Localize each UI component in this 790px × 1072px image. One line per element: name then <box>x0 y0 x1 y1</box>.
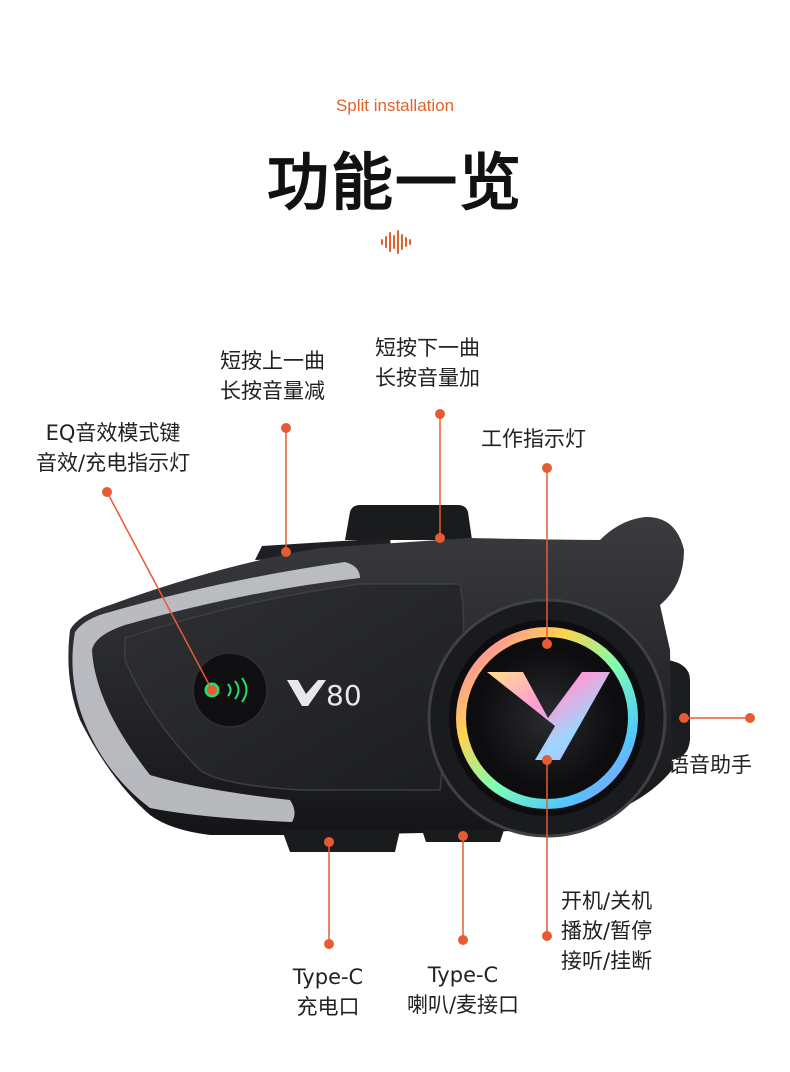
callout-speaker-port: Type-C 喇叭/麦接口 <box>393 960 533 1020</box>
page-title: 功能一览 <box>266 146 523 219</box>
eq-button[interactable] <box>192 652 268 728</box>
callout-lines <box>106 414 750 944</box>
callout-eq-key: EQ音效模式键 音效/充电指示灯 <box>36 418 190 478</box>
callout-power-play-call-line2: 播放/暂停 <box>561 919 653 943</box>
sound-wave-icon <box>381 230 411 254</box>
callout-prev-track-line2: 长按音量减 <box>220 379 325 403</box>
callout-eq-key-line1: EQ音效模式键 <box>45 421 181 445</box>
model-mark <box>287 680 326 706</box>
y-logo-icon <box>487 672 610 760</box>
callout-next-track-line2: 长按音量加 <box>375 366 480 390</box>
callout-work-light: 工作指示灯 <box>481 424 586 454</box>
callout-voice-assistant-line1: 语音助手 <box>668 753 752 777</box>
callout-prev-track-line1: 短按上一曲 <box>220 349 325 373</box>
callout-dots <box>102 409 755 949</box>
subtitle: Split installation <box>335 96 455 115</box>
callout-charge-port-line1: Type-C <box>292 965 364 989</box>
model-number: 80 <box>326 679 362 712</box>
callout-work-light-line1: 工作指示灯 <box>481 427 586 451</box>
callout-charge-port: Type-C 充电口 <box>276 962 380 1022</box>
bottom-ports <box>282 830 504 852</box>
voice-button[interactable] <box>668 660 690 760</box>
callout-speaker-port-line2: 喇叭/麦接口 <box>406 993 520 1017</box>
callout-next-track: 短按下一曲 长按音量加 <box>375 333 480 393</box>
callout-voice-assistant: 语音助手 <box>668 750 752 780</box>
callout-power-play-call: 开机/关机 播放/暂停 接听/挂断 <box>561 886 652 976</box>
callout-eq-key-line2: 音效/充电指示灯 <box>36 451 191 475</box>
callout-speaker-port-line1: Type-C <box>427 963 499 987</box>
callout-power-play-call-line1: 开机/关机 <box>561 889 653 913</box>
callout-prev-track: 短按上一曲 长按音量减 <box>220 346 325 406</box>
callout-charge-port-line2: 充电口 <box>296 995 360 1019</box>
main-knob[interactable] <box>427 598 667 838</box>
callout-power-play-call-line3: 接听/挂断 <box>561 949 653 973</box>
callout-next-track-line1: 短按下一曲 <box>375 336 480 360</box>
